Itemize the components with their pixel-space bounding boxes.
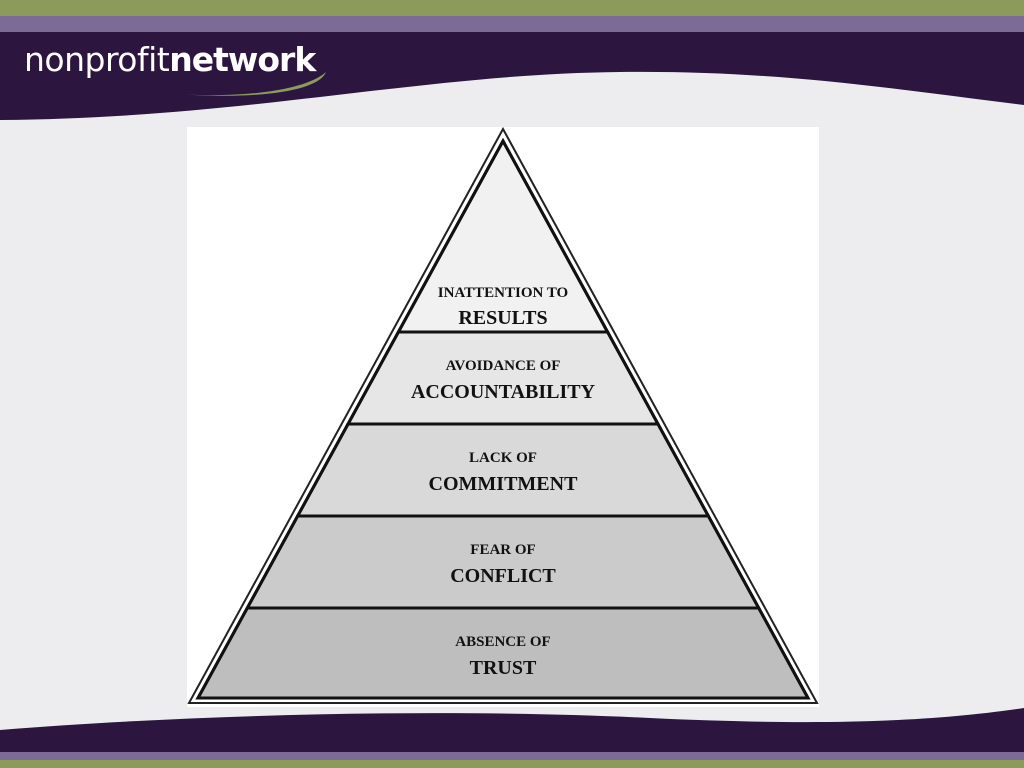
pyramid-panel: INATTENTION TO RESULTS AVOIDANCE OF ACCOUNT… xyxy=(187,127,819,707)
team-dysfunction-pyramid: INATTENTION TO RESULTS AVOIDANCE OF ACCOUNT… xyxy=(187,127,819,704)
footer-green-stripe xyxy=(0,760,1024,768)
tier-accountability-label-line2: ACCOUNTABILITY xyxy=(411,381,596,403)
header-purple-wave xyxy=(0,32,1024,120)
tier-trust-label-line1: ABSENCE OF xyxy=(455,634,550,650)
tier-commitment-label-line1: LACK OF xyxy=(469,450,537,466)
tier-conflict-label-line1: FEAR OF xyxy=(470,542,535,558)
logo-swoosh-icon xyxy=(178,72,326,96)
nonprofit-network-logo: nonprofitnetwork xyxy=(24,40,326,96)
footer-purple-wave xyxy=(0,708,1024,752)
tier-results-label-line2: RESULTS xyxy=(458,307,547,329)
tier-commitment-label-line2: COMMITMENT xyxy=(429,473,579,495)
tier-accountability-label-line1: AVOIDANCE OF xyxy=(446,358,561,374)
logo-text-bold: network xyxy=(169,40,316,79)
pyramid-tiers: INATTENTION TO RESULTS AVOIDANCE OF ACCOUNT… xyxy=(195,137,811,700)
tier-results-label-line1: INATTENTION TO xyxy=(438,285,568,301)
pyramid-tier-results xyxy=(395,137,611,334)
header-band xyxy=(0,0,1024,120)
pyramid-tier-accountability xyxy=(345,330,661,426)
tier-conflict-label-line2: CONFLICT xyxy=(450,565,556,587)
footer-band xyxy=(0,708,1024,768)
logo-text-light: nonprofit xyxy=(24,40,170,79)
pyramid-tier-trust xyxy=(195,606,811,700)
pyramid-tier-conflict xyxy=(244,514,762,610)
footer-lavender-stripe xyxy=(0,752,1024,760)
header-lavender-stripe xyxy=(0,16,1024,32)
header-green-stripe xyxy=(0,0,1024,16)
pyramid-inner-outline xyxy=(195,137,811,700)
tier-trust-label-line2: TRUST xyxy=(470,657,537,679)
pyramid-tier-commitment xyxy=(295,422,711,518)
